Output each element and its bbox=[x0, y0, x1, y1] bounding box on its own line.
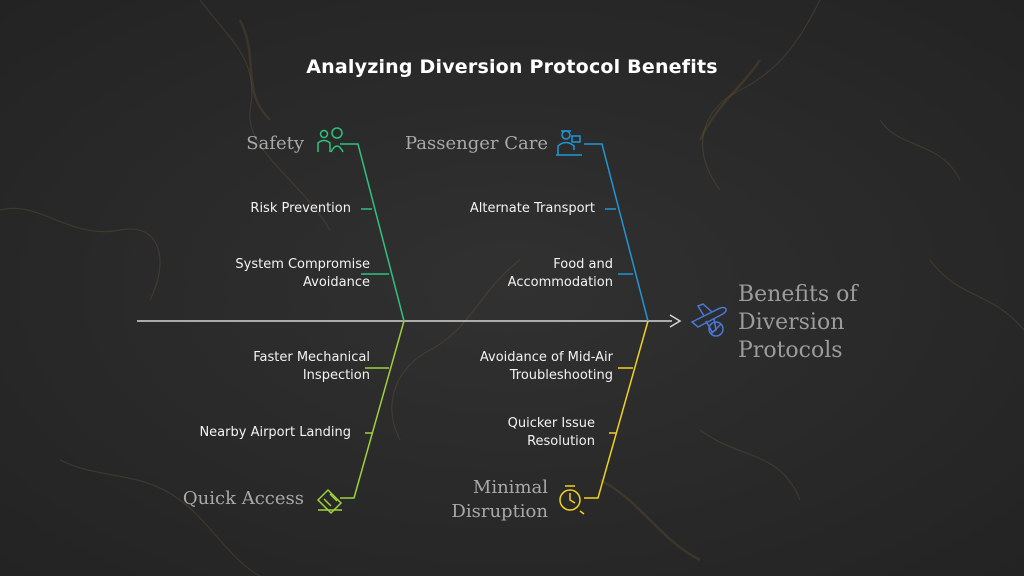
category-minimal-disruption-line-2: Disruption bbox=[451, 501, 548, 522]
category-passenger-care: Passenger Care bbox=[404, 133, 548, 154]
minimal-disruption-bone bbox=[584, 320, 649, 499]
quick-access-bone bbox=[340, 320, 405, 499]
cause-alternate-transport: Alternate Transport bbox=[469, 201, 595, 216]
category-quick-access: Quick Access bbox=[182, 488, 304, 509]
airplane-no-icon bbox=[690, 303, 727, 337]
effect-label: Benefits of Diversion Protocols bbox=[738, 281, 898, 365]
passenger-care-bone bbox=[584, 143, 649, 322]
diagram-title: Analyzing Diversion Protocol Benefits bbox=[306, 56, 718, 78]
cause-nearby-airport-landing: Nearby Airport Landing bbox=[199, 425, 351, 440]
effect-line-1: Benefits of bbox=[738, 282, 858, 307]
cause-food-and-accommodation: Food and Accommodation bbox=[507, 257, 613, 290]
spine-arrowhead bbox=[669, 314, 682, 328]
category-safety: Safety bbox=[246, 133, 304, 154]
cause-quicker-issue-resolution: Quicker Issue Resolution bbox=[507, 416, 595, 449]
cause-avoidance-of-mid-air-troubleshooting: Avoidance of Mid-Air Troubleshooting bbox=[479, 350, 613, 383]
cause-system-compromise-avoidance: System Compromise Avoidance bbox=[235, 257, 370, 290]
people-icon bbox=[317, 127, 344, 153]
safety-bone bbox=[340, 143, 405, 322]
landing-ticket-icon bbox=[316, 488, 343, 515]
timer-icon bbox=[559, 485, 585, 515]
category-minimal-disruption: Minimal Disruption bbox=[430, 476, 548, 524]
effect-line-2: Diversion bbox=[738, 310, 845, 335]
attendant-icon bbox=[556, 130, 582, 156]
effect-line-3: Protocols bbox=[738, 338, 843, 363]
cause-faster-mechanical-inspection: Faster Mechanical Inspection bbox=[253, 350, 370, 383]
category-minimal-disruption-line-1: Minimal bbox=[472, 477, 548, 498]
cause-risk-prevention: Risk Prevention bbox=[250, 201, 351, 216]
